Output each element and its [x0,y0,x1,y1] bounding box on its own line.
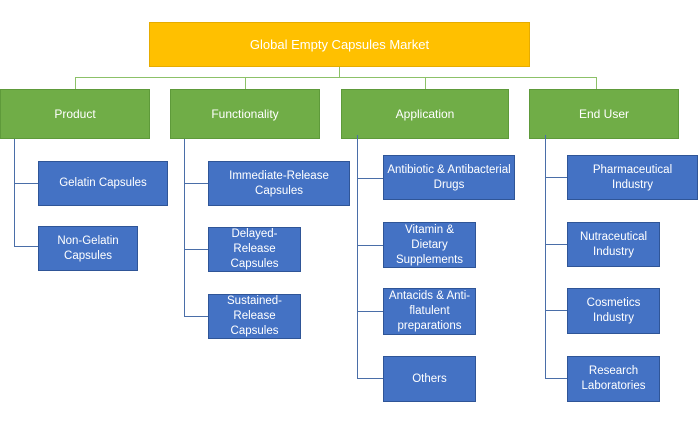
category-application: Application [341,89,509,139]
leaf-sustained-release-capsules: Sustained-Release Capsules [208,294,301,339]
connector-application-item [357,378,383,379]
connector-functionality-item [184,249,208,250]
leaf-nutraceutical-industry: Nutraceutical Industry [567,222,660,267]
connector-category-bus [75,77,596,78]
leaf-antibiotic-antibacterial-drugs: Antibiotic & Antibacterial Drugs [383,155,515,200]
leaf-antacids-anti-flatulent-preparations: Antacids & Anti-flatulent preparations [383,288,476,335]
connector-functionality-trunk [184,139,185,316]
connector-end-user-trunk [545,135,546,379]
leaf-cosmetics-industry: Cosmetics Industry [567,288,660,334]
connector-end-user-item [545,244,567,245]
leaf-delayed-release-capsules: Delayed-Release Capsules [208,227,301,272]
connector-functionality-item [184,183,208,184]
connector-application-item [357,311,383,312]
connector-to-end-user [596,77,597,89]
connector-root-stem [339,67,340,77]
connector-application-item [357,178,383,179]
connector-end-user-item [545,310,567,311]
connector-application-item [357,245,383,246]
connector-product-item [14,246,38,247]
connector-application-trunk [357,135,358,379]
connector-to-product [75,77,76,89]
category-functionality: Functionality [170,89,320,139]
leaf-immediate-release-capsules: Immediate-Release Capsules [208,161,350,206]
connector-functionality-item [184,316,208,317]
leaf-research-laboratories: Research Laboratories [567,356,660,402]
connector-to-functionality [245,77,246,89]
connector-to-application [425,77,426,89]
leaf-pharmaceutical-industry: Pharmaceutical Industry [567,155,698,200]
connector-product-trunk [14,139,15,246]
connector-product-item [14,183,38,184]
connector-end-user-item [545,378,567,379]
connector-end-user-item [545,177,567,178]
category-product: Product [0,89,150,139]
leaf-gelatin-capsules: Gelatin Capsules [38,161,168,206]
leaf-vitamin-dietary-supplements: Vitamin & Dietary Supplements [383,222,476,268]
root-node-market-title: Global Empty Capsules Market [149,22,530,67]
leaf-non-gelatin-capsules: Non-Gelatin Capsules [38,226,138,271]
category-end-user: End User [529,89,679,139]
leaf-others: Others [383,356,476,402]
